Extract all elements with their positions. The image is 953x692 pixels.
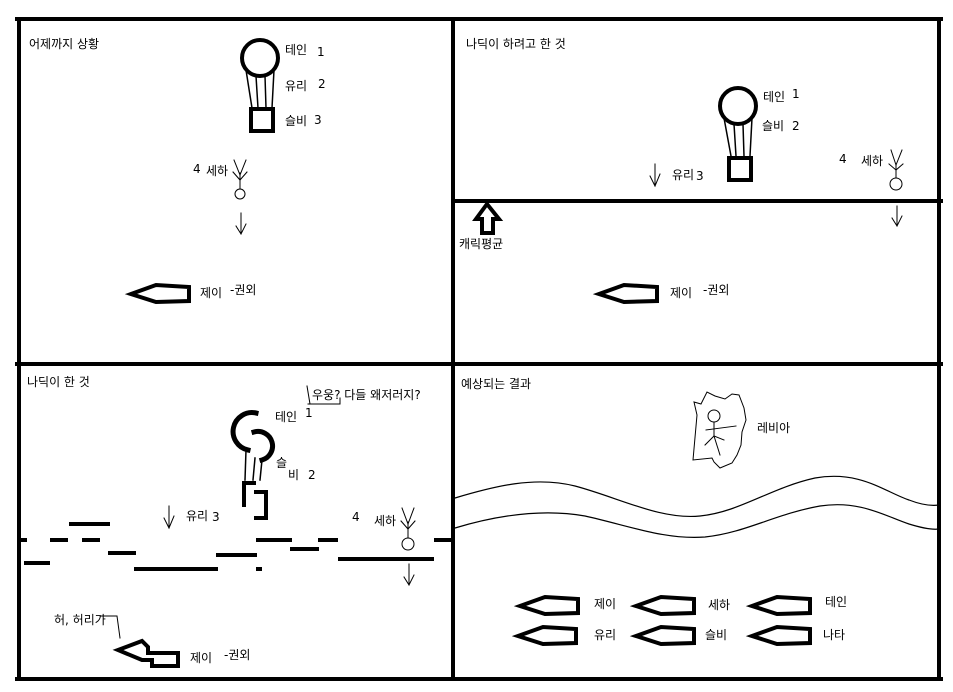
panel3-speech: 우웅? 다들 왜저러지?	[312, 388, 421, 402]
panel1-seha-figure	[232, 159, 248, 200]
panel2-tein-label: 테인	[763, 90, 786, 104]
panel2-jay-label: 제이	[670, 286, 693, 300]
panel3-seulbi-number: 2	[308, 468, 316, 482]
panel2-jay-arrow	[592, 282, 659, 305]
panel1-title: 어제까지 상황	[29, 37, 100, 51]
panel4-river	[454, 475, 940, 539]
panel1-yuri-label: 유리	[285, 79, 308, 93]
panel3-yuri-number: 3	[212, 510, 220, 524]
panel1-balloon	[240, 38, 280, 133]
panel2-yuri-down-arrow	[649, 163, 661, 188]
panel1-seulbi-label: 슬비	[285, 114, 308, 128]
panel4-arrow-label: 세하	[708, 598, 731, 612]
panel1-jay-arrow	[124, 282, 191, 305]
panel2-seulbi-number: 2	[792, 119, 800, 133]
panel3-broken-balloon	[230, 410, 276, 520]
panel3-jay-label: 제이	[190, 651, 213, 665]
panel3-seha-down-arrow	[403, 563, 415, 587]
panel1-tein-number: 1	[317, 45, 325, 59]
panel2-seulbi-label: 슬비	[762, 119, 785, 133]
panel1-seha-label: 세하	[206, 164, 229, 178]
panel2-average-label: 캐릭평균	[459, 237, 504, 251]
panel3-jay-note: -권외	[224, 648, 251, 662]
panel3-seulbi-label-a: 슬	[276, 456, 288, 470]
panel3-seha-number: 4	[352, 510, 360, 524]
panel4-arrow-label: 테인	[825, 595, 848, 609]
panel2-seha-label: 세하	[861, 154, 884, 168]
panel1-seha-number: 4	[193, 162, 201, 176]
panel2-seha-down-arrow	[891, 205, 903, 228]
panel-borders	[15, 17, 943, 681]
panel1-tein-label: 테인	[285, 43, 308, 57]
panel4-levia-label: 레비아	[757, 421, 791, 435]
panel2-yuri-label: 유리	[672, 168, 695, 182]
panel3-yuri-down-arrow	[163, 505, 175, 530]
panel4-levia-figure	[692, 391, 747, 469]
panel3-tein-label: 테인	[275, 410, 298, 424]
panel3-title: 나딕이 한 것	[27, 375, 90, 389]
panel4-arrow-label: 유리	[594, 628, 617, 642]
panel1-seulbi-number: 3	[314, 113, 322, 127]
panel4-arrow-label: 슬비	[705, 628, 728, 642]
panel2-seha-number: 4	[839, 152, 847, 166]
panel1-jay-note: -권외	[230, 283, 257, 297]
panel4-arrow-label: 나타	[823, 628, 846, 642]
panel2-tein-number: 1	[792, 87, 800, 101]
panel4-title: 예상되는 결과	[461, 377, 532, 391]
panel1-jay-label: 제이	[200, 286, 223, 300]
panel3-seulbi-label-b: 비	[288, 468, 300, 482]
panel3-jay-bent-arrow	[112, 638, 180, 668]
panel1-yuri-number: 2	[318, 77, 326, 91]
panel3-speech-underline	[307, 397, 341, 405]
panel1-down-arrow	[235, 212, 247, 236]
panel2-yuri-number: 3	[696, 169, 704, 183]
panel3-tein-number: 1	[305, 406, 313, 420]
panel3-seha-label: 세하	[374, 514, 397, 528]
panel3-speech-tail	[306, 385, 311, 405]
panel4-arrows	[511, 594, 812, 647]
panel3-yuri-label: 유리	[186, 509, 209, 523]
panel2-jay-note: -권외	[703, 283, 730, 297]
panel2-title: 나딕이 하려고 한 것	[466, 37, 566, 51]
panel3-seha-figure	[400, 507, 416, 551]
panel3-waist-speech: 허, 허리가	[54, 613, 106, 627]
panel2-up-arrow	[472, 200, 504, 235]
panel3-waist-tail	[99, 615, 121, 639]
panel4-arrow-label: 제이	[594, 597, 617, 611]
panel2-seha-figure	[888, 149, 904, 191]
panel3-broken-average-line	[17, 522, 454, 571]
panel2-balloon	[718, 86, 758, 182]
